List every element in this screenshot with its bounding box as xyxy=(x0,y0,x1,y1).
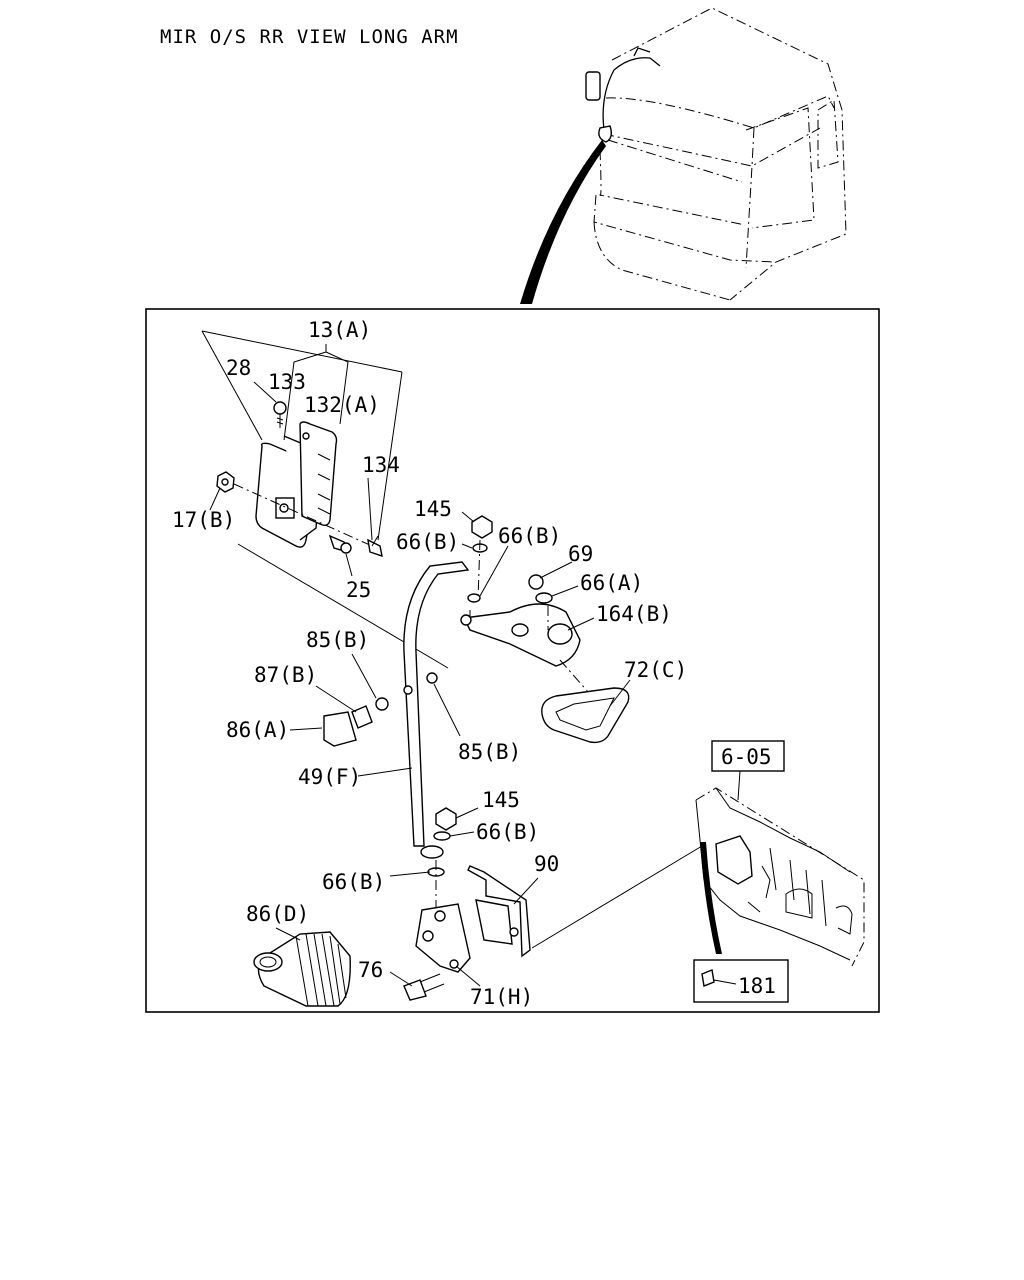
callout-164b: 164(B) xyxy=(596,602,672,626)
nut-145-lower xyxy=(435,807,457,831)
callout-66b-1: 66(B) xyxy=(396,530,459,554)
callout-69: 69 xyxy=(568,542,593,566)
cap-87b xyxy=(351,705,373,729)
callout-labels: 13(A) 28 133 132(A) 134 17(B) 25 145 66(… xyxy=(172,318,687,1009)
callout-49f: 49(F) xyxy=(298,765,361,789)
callout-76: 76 xyxy=(358,958,383,982)
callout-66b-4: 66(B) xyxy=(322,870,385,894)
section-ref-label: 6-05 xyxy=(721,745,772,769)
gasket-72c xyxy=(541,687,630,744)
callout-145-upper: 145 xyxy=(414,497,452,521)
callout-72c: 72(C) xyxy=(624,658,687,682)
screw-28 xyxy=(273,401,287,415)
cab-panel-detail xyxy=(531,787,865,967)
detail-pointer xyxy=(520,140,606,304)
callout-85b-2: 85(B) xyxy=(458,740,521,764)
callout-25: 25 xyxy=(346,578,371,602)
callout-13a: 13(A) xyxy=(308,318,371,342)
fastener-ref-label: 181 xyxy=(738,974,776,998)
mirror-arm-49f xyxy=(403,561,470,847)
callout-28: 28 xyxy=(226,356,251,380)
truck-cab-illustration xyxy=(520,7,847,304)
callout-132a: 132(A) xyxy=(304,393,380,417)
callout-71h: 71(H) xyxy=(470,985,533,1009)
nut-69 xyxy=(528,574,544,590)
callout-66b-2: 66(B) xyxy=(498,524,561,548)
callout-85b-1: 85(B) xyxy=(306,628,369,652)
nut-145-upper xyxy=(471,515,493,539)
mirror-assembly xyxy=(201,330,449,669)
bolt-134 xyxy=(367,538,383,558)
fastener-ref-box[interactable]: 181 xyxy=(693,959,789,1003)
boot-86d xyxy=(253,931,351,1007)
clip-icon xyxy=(701,969,715,987)
callout-86d: 86(D) xyxy=(246,902,309,926)
leader-lines xyxy=(209,344,631,987)
bracket-71h xyxy=(415,903,471,973)
diagram-title: MIR O/S RR VIEW LONG ARM xyxy=(160,26,459,48)
washer-66a xyxy=(535,592,553,604)
mirror-arm-assembly xyxy=(253,515,630,1007)
bushing-85b xyxy=(426,672,438,684)
callout-66a: 66(A) xyxy=(580,571,643,595)
callout-86a: 86(A) xyxy=(226,718,289,742)
callout-87b: 87(B) xyxy=(254,663,317,687)
cover-86a xyxy=(323,711,357,747)
callout-134: 134 xyxy=(362,453,400,477)
bracket-90 xyxy=(467,865,531,958)
callout-90: 90 xyxy=(534,852,559,876)
detail-frame xyxy=(145,308,880,1013)
callout-133: 133 xyxy=(268,370,306,394)
callout-17b: 17(B) xyxy=(172,508,235,532)
section-ref-box[interactable]: 6-05 xyxy=(711,740,785,801)
callout-145-lower: 145 xyxy=(482,788,520,812)
callout-66b-3: 66(B) xyxy=(476,820,539,844)
